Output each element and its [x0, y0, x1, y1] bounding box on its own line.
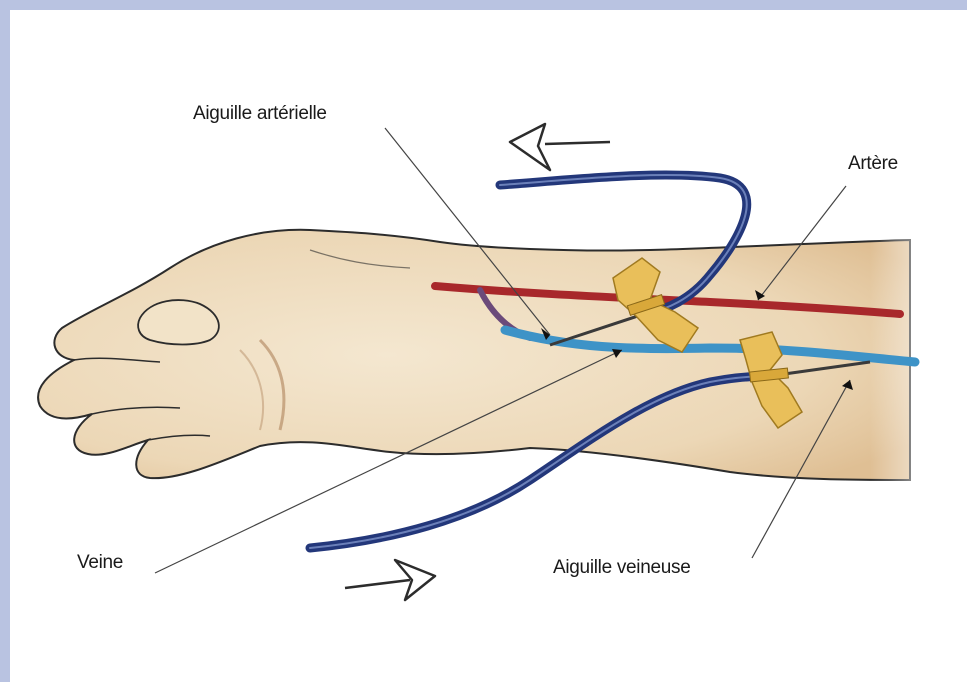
venous-needle-label: Aiguille veineuse [553, 557, 691, 579]
flow-out-arrow-icon [510, 124, 610, 170]
diagram-frame: Aiguille artérielle Artère Veine Aiguill… [10, 10, 967, 682]
flow-in-arrow-icon [345, 560, 435, 600]
arm-fistula-illustration [10, 10, 967, 682]
artery-label: Artère [848, 153, 898, 175]
vein-label: Veine [77, 552, 123, 574]
forearm-hand [38, 230, 967, 490]
arterial-needle-label: Aiguille artérielle [193, 103, 327, 125]
